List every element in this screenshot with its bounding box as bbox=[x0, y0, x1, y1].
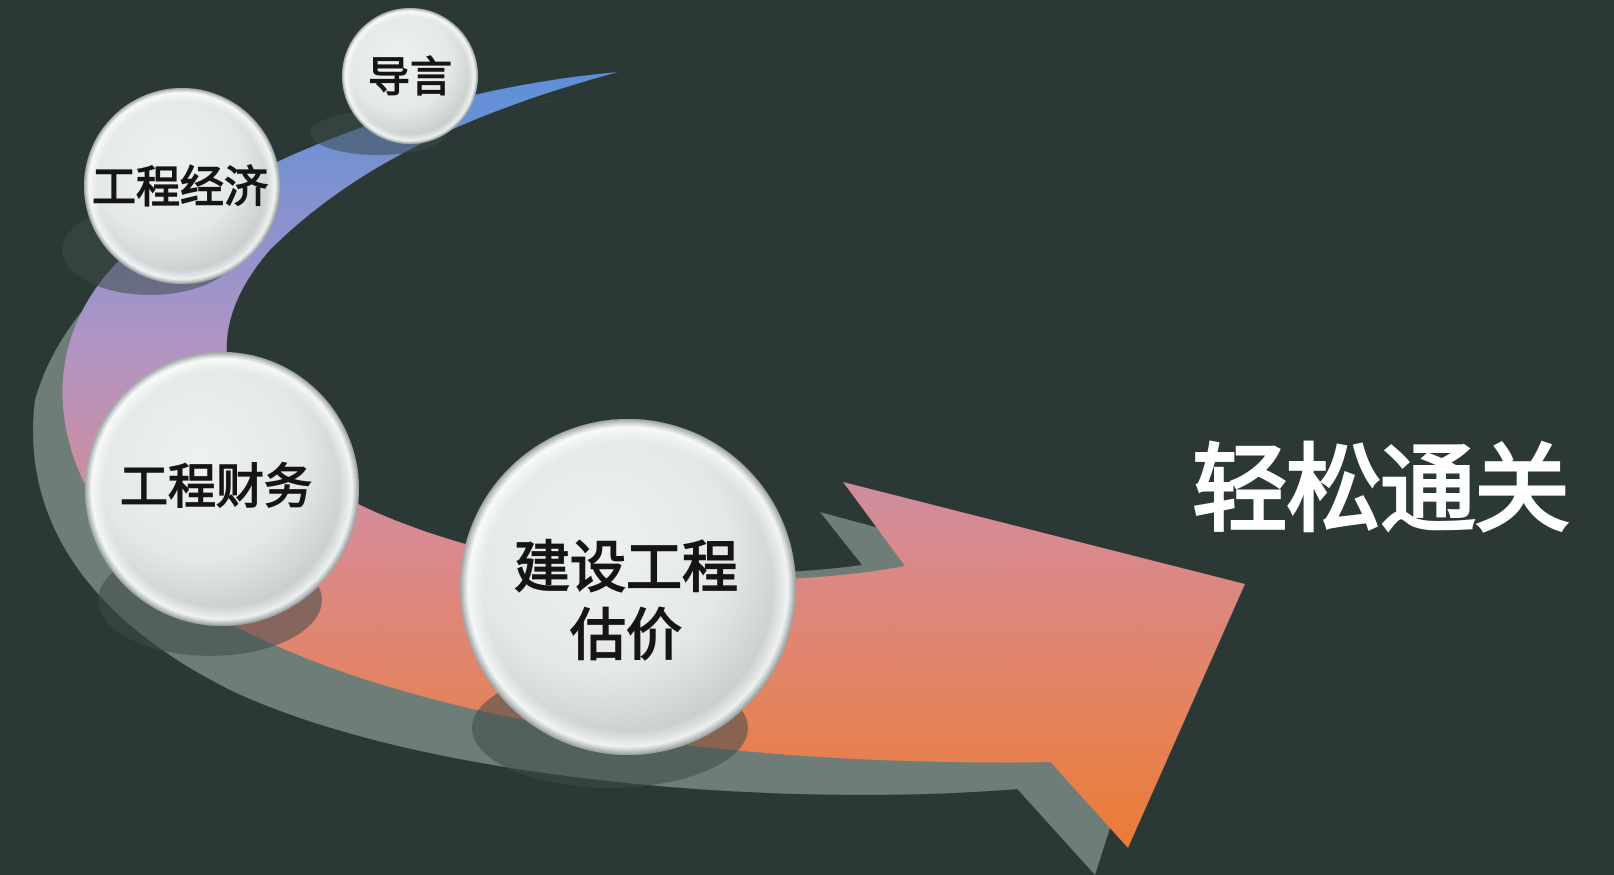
step-bubble-rim bbox=[342, 8, 478, 144]
step-bubble-rim bbox=[84, 88, 280, 284]
step-finance: 工程财务 bbox=[85, 352, 359, 626]
step-estimate: 建设工程 估价 bbox=[460, 419, 796, 755]
step-label: 导言 bbox=[368, 53, 452, 102]
step-label-line-1: 建设工程 bbox=[514, 536, 738, 601]
step-bubble-rim bbox=[85, 352, 359, 626]
step-label-line-2: 估价 bbox=[569, 604, 682, 669]
step-bubble-rim bbox=[460, 419, 796, 755]
step-economics: 工程经济 bbox=[84, 88, 280, 284]
step-label: 工程经济 bbox=[92, 162, 269, 213]
step-label: 工程财务 bbox=[120, 459, 312, 515]
step-intro: 导言 bbox=[342, 8, 478, 144]
progress-arrow bbox=[62, 72, 1245, 848]
headline: 轻松通关 bbox=[1192, 434, 1570, 546]
